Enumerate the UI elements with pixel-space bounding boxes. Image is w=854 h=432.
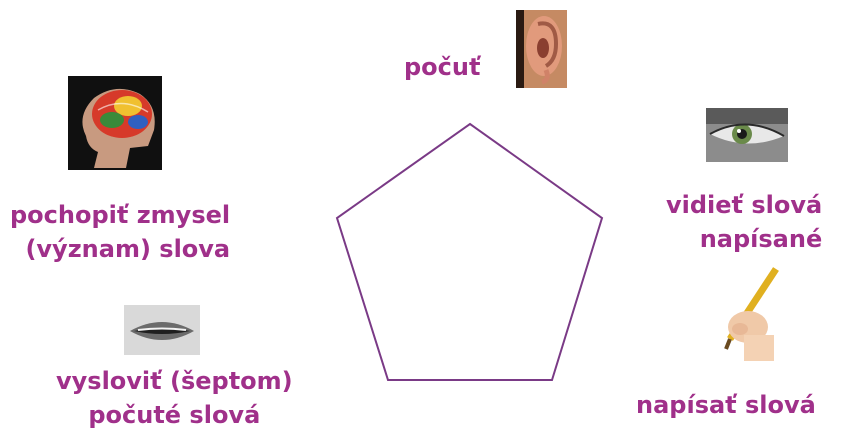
mouth-icon xyxy=(124,305,200,355)
label-say-line2: počuté slová xyxy=(56,398,293,432)
eye-icon xyxy=(706,108,788,162)
hand-writing-icon xyxy=(718,265,782,361)
label-say-line1: vysloviť (šeptom) xyxy=(56,364,293,398)
pentagon-shape xyxy=(337,124,602,380)
label-write: napísať slová xyxy=(636,388,816,422)
label-hear: počuť xyxy=(404,50,480,84)
ear-icon xyxy=(516,10,567,88)
label-understand-line2: (význam) slova xyxy=(10,232,230,266)
label-understand: pochopiť zmysel (význam) slova xyxy=(10,198,230,266)
label-see-line1: vidieť slová xyxy=(666,188,822,222)
brain-head-icon xyxy=(68,76,162,170)
label-see-line2: napísané xyxy=(666,222,822,256)
label-say: vysloviť (šeptom) počuté slová xyxy=(56,364,293,432)
label-see: vidieť slová napísané xyxy=(666,188,822,256)
label-understand-line1: pochopiť zmysel xyxy=(10,198,230,232)
